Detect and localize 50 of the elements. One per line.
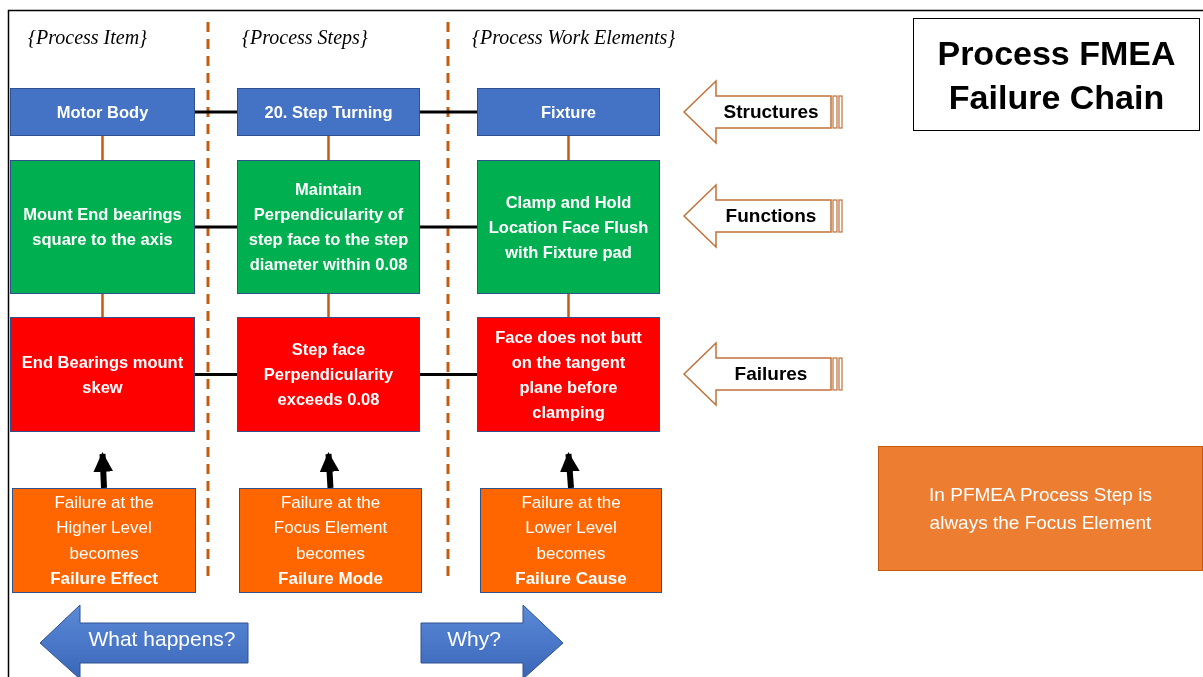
note-box (480, 488, 662, 593)
connector-line (420, 110, 477, 114)
box-text: Motor Body (56, 101, 149, 123)
arrow (559, 452, 580, 489)
column-heading: {Process Work Elements} (472, 26, 676, 49)
note-box (12, 488, 196, 593)
info-text: In PFMEA Process Step is always the Focus Element (928, 482, 1153, 535)
note-text: Failure at the Lower Level becomes Failure Cause (514, 491, 628, 590)
box-text: 20. Step Turning (264, 101, 393, 123)
note-text: Failure at the Focus Element becomes Failure Mode (272, 491, 389, 590)
column-heading: {Process Item} (28, 26, 148, 49)
structure-box (237, 88, 420, 136)
connector-line (101, 294, 104, 317)
connector-line (420, 225, 477, 229)
title-text: Process FMEA Failure Chain (936, 32, 1177, 118)
box-text: Mount End bearings square to the axis (22, 204, 183, 250)
connector-line (327, 294, 330, 317)
box-text: Fixture (541, 101, 596, 123)
arrow-label: Structures (723, 101, 819, 123)
arrow-label: Failures (734, 363, 808, 385)
connector-line (567, 294, 570, 317)
function-box (237, 160, 420, 294)
info-box (878, 446, 1203, 571)
note-box (239, 488, 422, 593)
box-text: Face does not butt on the tangent plane before clamping (494, 326, 643, 423)
connector-line (195, 373, 237, 376)
function-box (477, 160, 660, 294)
box-text: Maintain Perpendicularity of step face to the step diameter within 0.08 (248, 179, 409, 275)
failure-box (237, 317, 420, 432)
arrow-label: Why? (447, 627, 501, 651)
arrow (319, 452, 340, 489)
connector-line (567, 136, 570, 160)
arrow-label: What happens? (88, 627, 236, 651)
function-box (10, 160, 195, 294)
connector-line (101, 136, 104, 160)
box-text: Step face Perpendicularity exceeds 0.08 (262, 339, 395, 410)
structure-box (10, 88, 195, 136)
structure-box (477, 88, 660, 136)
connector-line (195, 110, 237, 114)
arrow (93, 452, 114, 489)
failure-box (10, 317, 195, 432)
box-text: End Bearings mount skew (21, 351, 184, 398)
column-heading: {Process Steps} (242, 26, 368, 49)
failure-box (477, 317, 660, 432)
connector-line (195, 225, 237, 229)
note-text: Failure at the Higher Level becomes Failure Effect (49, 491, 159, 590)
connector-line (420, 373, 477, 376)
box-text: Clamp and Hold Location Face Flush with Fixture pad (488, 191, 649, 263)
arrow-label: Functions (725, 205, 817, 227)
connector-line (327, 136, 330, 160)
